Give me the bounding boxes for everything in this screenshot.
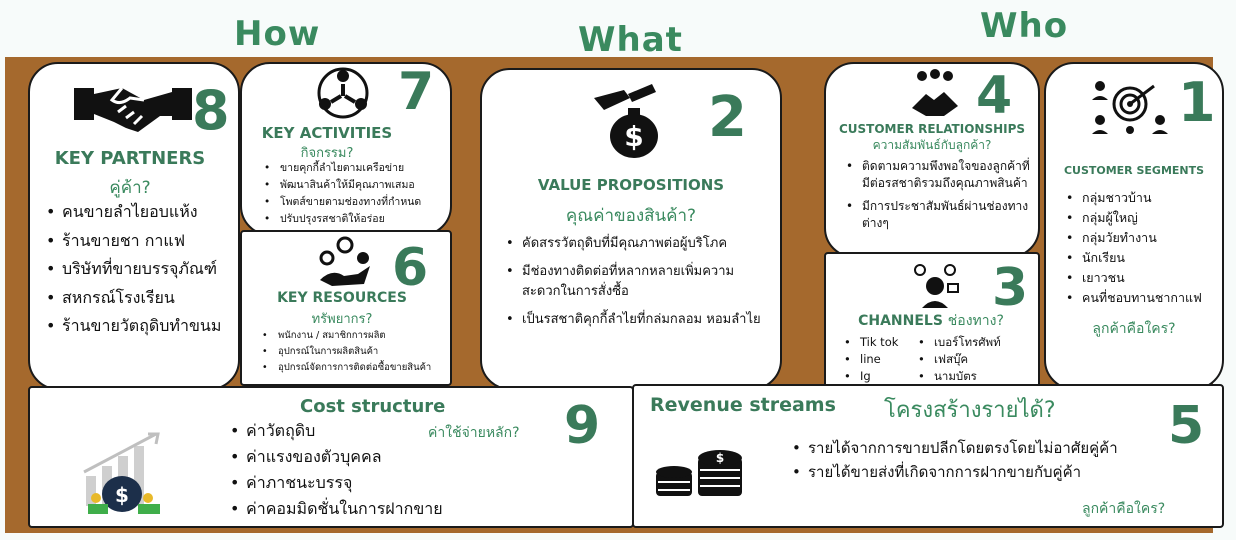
cost-list: ค่าวัตถุดิบ ค่าแรงของตัวบุคคล ค่าภาชนะบร… — [230, 418, 530, 522]
relationships-list: ติดตามความพึงพอใจของลูกค้าที่มีต่อรสชาติ… — [846, 158, 1036, 232]
list-item: พัฒนาสินค้าให้มีคุณภาพเสมอ — [264, 177, 448, 194]
channels-subtitle: ช่องทาง? — [947, 313, 1004, 329]
value-subtitle: คุณค่าของสินค้า? — [565, 206, 697, 226]
list-item: กลุ่มผู้ใหญ่ — [1066, 208, 1216, 228]
segments-number: 1 — [1178, 71, 1216, 134]
channels-icon — [914, 264, 959, 308]
resources-list: พนักงาน / สมาชิกการผลิต อุปกรณ์ในการผลิต… — [262, 328, 452, 376]
list-item: คนขายลำไยอบแห้ง — [46, 198, 236, 227]
key-partners-card: 8 KEY PARTNERS คู่ค้า? คนขายลำไยอบแห้ง ร… — [28, 62, 240, 390]
partners-subtitle: คู่ค้า? — [109, 178, 151, 198]
list-item: บริษัทที่ขายบรรจุภัณฑ์ — [46, 255, 236, 284]
list-item: นามบัตร — [918, 368, 1034, 385]
money-bag-icon: $ — [594, 84, 658, 158]
channels-title: CHANNELS ช่องทาง? — [826, 310, 1036, 332]
team-activity-icon — [317, 67, 369, 119]
key-activities-card: 7 KEY ACTIVITIES กิจกรรม? ขายคุกกี้ลำไยต… — [240, 62, 452, 236]
segments-list: กลุ่มชาวบ้าน กลุ่มผู้ใหญ่ กลุ่มวัยทำงาน … — [1066, 188, 1216, 308]
svg-text:$: $ — [716, 451, 724, 465]
list-item: อุปกรณ์จัดการการติดต่อซื้อขายสินค้า — [262, 360, 452, 376]
value-list: คัดสรรวัตถุดิบที่มีคุณภาพต่อผู้บริโภค มี… — [506, 234, 766, 330]
header-who: Who — [980, 6, 1069, 46]
revenue-subtitle: โครงสร้างรายได้? — [884, 398, 1056, 423]
revenue-title: Revenue streams — [650, 394, 836, 416]
list-item: line — [844, 351, 928, 368]
activities-subtitle: กิจกรรม? — [300, 146, 354, 161]
customer-segments-card: 1 CUSTOMER SEGMENTS กลุ่มชาวบ้าน กลุ่มผู… — [1044, 62, 1224, 390]
value-propositions-card: $ 2 VALUE PROPOSITIONS คุณค่าของสินค้า? … — [480, 68, 782, 390]
relationships-subtitle: ความสัมพันธ์กับลูกค้า? — [872, 138, 992, 152]
list-item: โพตส์ขายตามช่องทางที่กำหนด — [264, 194, 448, 211]
list-item: ติดตามความพึงพอใจของลูกค้าที่มีต่อรสชาติ… — [846, 158, 1036, 192]
cost-title: Cost structure — [300, 396, 446, 417]
list-item: ปรับปรุงรสชาติให้อร่อย — [264, 211, 448, 228]
coin-stack-icon: $ — [656, 450, 742, 496]
list-item: สหกรณ์โรงเรียน — [46, 284, 236, 313]
resources-icon — [319, 236, 370, 286]
list-item: เยาวชน — [1066, 268, 1216, 288]
list-item: ค่าภาชนะบรรจุ — [230, 470, 530, 496]
channels-right-list: เบอร์โทรศัพท์ เฟสบุ๊ค นามบัตร — [918, 334, 1034, 385]
revenue-streams-card: Revenue streams โครงสร้างรายได้? 5 $ ราย… — [632, 384, 1224, 528]
list-item: ค่าแรงของตัวบุคคล — [230, 444, 530, 470]
channels-number: 3 — [992, 258, 1029, 318]
list-item: ขายคุกกี้ลำไยตามเครือข่าย — [264, 160, 448, 177]
list-item: เป็นรสชาติคุกกี้ลำไยที่กล่มกลอม หอมลำไย — [506, 310, 766, 330]
resources-title: KEY RESOURCES — [277, 290, 407, 306]
value-number: 2 — [708, 85, 747, 150]
channels-card: 3 CHANNELS ช่องทาง? Tik tok line Ig เบอร… — [824, 252, 1040, 388]
list-item: พนักงาน / สมาชิกการผลิต — [262, 328, 452, 344]
relationships-number: 4 — [976, 66, 1013, 126]
svg-text:$: $ — [624, 120, 643, 153]
resources-number: 6 — [392, 238, 429, 298]
list-item: นักเรียน — [1066, 248, 1216, 268]
activities-list: ขายคุกกี้ลำไยตามเครือข่าย พัฒนาสินค้าให้… — [264, 160, 448, 228]
list-item: Ig — [844, 368, 928, 385]
header-what: What — [578, 20, 683, 60]
list-item: ร้านขายวัตถุดิบทำขนม — [46, 312, 236, 341]
list-item: ค่าคอมมิดชั่นในการฝากขาย — [230, 496, 530, 522]
target-audience-icon — [1092, 81, 1168, 134]
partners-title: KEY PARTNERS — [54, 148, 206, 169]
money-growth-icon: $ — [83, 432, 160, 514]
revenue-list: รายได้จากการขายปลีกโดยตรงโดยไม่อาศัยคู่ค… — [792, 436, 1192, 484]
list-item: Tik tok — [844, 334, 928, 351]
relationship-icon — [912, 69, 958, 116]
key-resources-card: 6 KEY RESOURCES ทรัพยากร? พนักงาน / สมาช… — [240, 230, 452, 386]
list-item: รายได้ขายส่งที่เกิดจากการฝากขายกับคู่ค้า — [792, 460, 1192, 484]
list-item: คนที่ชอบทานชากาแฟ — [1066, 288, 1216, 308]
list-item: กลุ่มวัยทำงาน — [1066, 228, 1216, 248]
customer-relationships-card: 4 CUSTOMER RELATIONSHIPS ความสัมพันธ์กับ… — [824, 62, 1040, 258]
list-item: คัดสรรวัตถุดิบที่มีคุณภาพต่อผู้บริโภค — [506, 234, 766, 254]
resources-subtitle: ทรัพยากร? — [311, 312, 373, 327]
svg-text:$: $ — [115, 483, 129, 507]
partners-list: คนขายลำไยอบแห้ง ร้านขายชา กาแฟ บริษัทที่… — [46, 198, 236, 341]
list-item: รายได้จากการขายปลีกโดยตรงโดยไม่อาศัยคู่ค… — [792, 436, 1192, 460]
revenue-question: ลูกค้าคือใคร? — [1082, 501, 1166, 517]
channels-title-en: CHANNELS — [858, 313, 943, 329]
cost-number: 9 — [564, 396, 601, 456]
list-item: ร้านขายชา กาแฟ — [46, 227, 236, 256]
partners-number: 8 — [192, 79, 230, 142]
cost-structure-card: $ Cost structure ค่าใช้จ่ายหลัก? 9 ค่าวั… — [28, 386, 634, 528]
list-item: เบอร์โทรศัพท์ — [918, 334, 1034, 351]
relationships-title: CUSTOMER RELATIONSHIPS — [838, 122, 1026, 136]
segments-question: ลูกค้าคือใคร? — [1092, 321, 1176, 337]
list-item: มีช่องทางติดต่อที่หลากหลายเพิ่มความสะดวก… — [506, 262, 766, 302]
list-item: กลุ่มชาวบ้าน — [1066, 188, 1216, 208]
list-item: เฟสบุ๊ค — [918, 351, 1034, 368]
header-how: How — [234, 14, 321, 54]
value-title: VALUE PROPOSITIONS — [537, 176, 725, 194]
activities-title: KEY ACTIVITIES — [261, 124, 393, 142]
list-item: มีการประชาสัมพันธ์ผ่านช่องทางต่างๆ — [846, 198, 1036, 232]
segments-title: CUSTOMER SEGMENTS — [1063, 164, 1205, 177]
activities-number: 7 — [398, 62, 435, 122]
channels-left-list: Tik tok line Ig — [844, 334, 928, 385]
list-item: อุปกรณ์ในการผลิตสินค้า — [262, 344, 452, 360]
handshake-icon — [74, 87, 192, 132]
list-item: ค่าวัตถุดิบ — [230, 418, 530, 444]
